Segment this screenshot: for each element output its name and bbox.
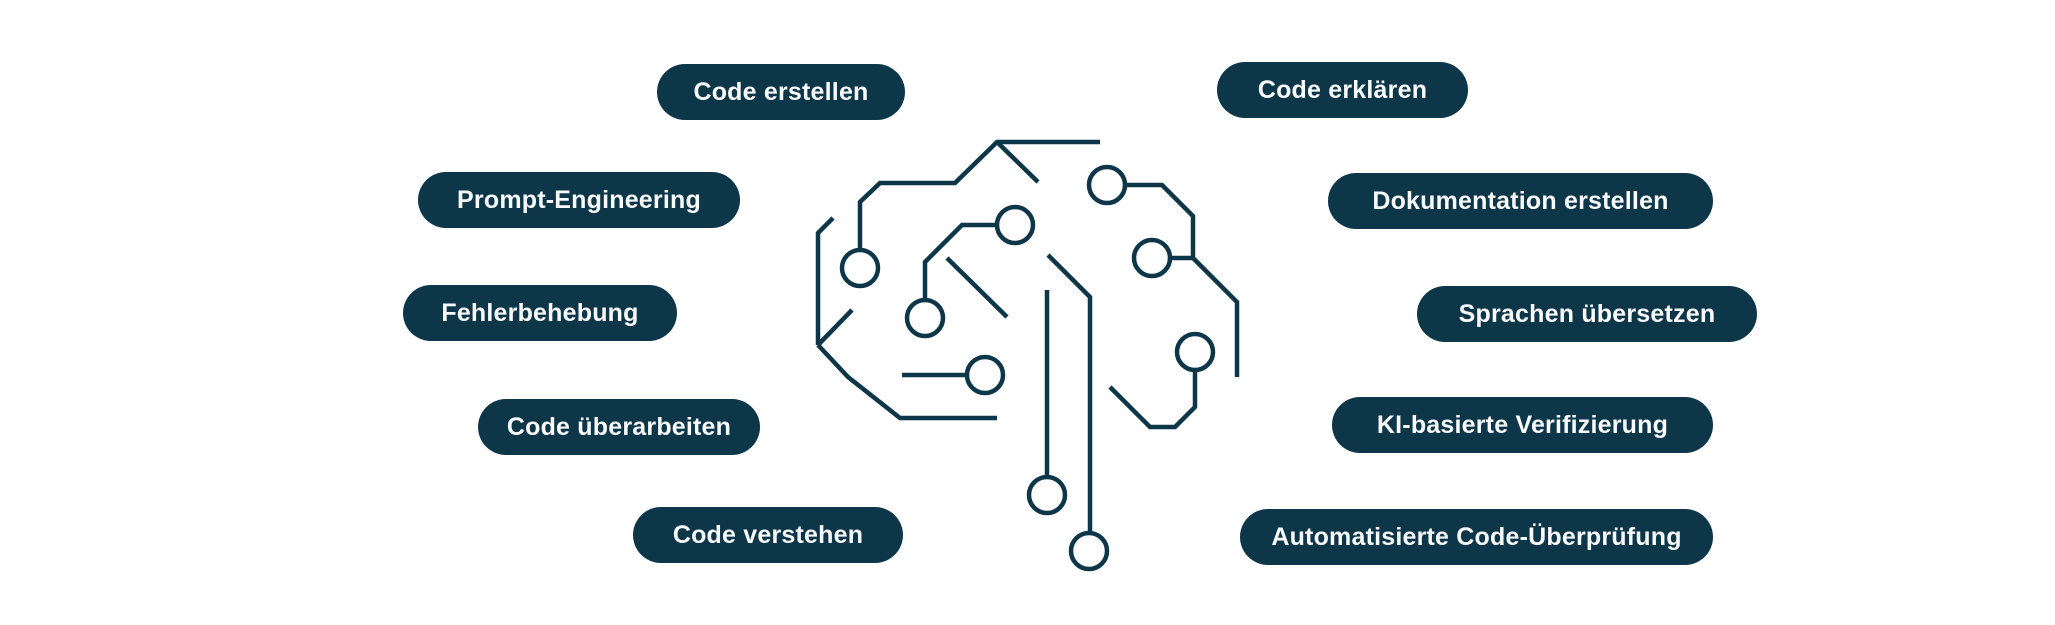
pill-fehlerbehebung: Fehlerbehebung — [403, 285, 677, 341]
pill-code-ueberarbeiten: Code überarbeiten — [478, 399, 760, 455]
brain-outline — [815, 139, 1240, 430]
pill-code-verstehen: Code verstehen — [633, 507, 903, 563]
pill-sprachen-uebersetzen: Sprachen übersetzen — [1417, 286, 1757, 342]
brain-traces — [902, 222, 1093, 533]
pill-code-erklaeren: Code erklären — [1217, 62, 1468, 118]
pill-code-erstellen: Code erstellen — [657, 64, 905, 120]
brain-nodes — [839, 164, 1216, 572]
pill-automatisierte-code-ueberpruefung: Automatisierte Code-Überprüfung — [1240, 509, 1713, 565]
circuit-brain-icon — [815, 139, 1240, 572]
pill-dokumentation-erstellen: Dokumentation erstellen — [1328, 173, 1713, 229]
pill-ki-basierte-verifizierung: KI-basierte Verifizierung — [1332, 397, 1713, 453]
pill-prompt-engineering: Prompt-Engineering — [418, 172, 740, 228]
